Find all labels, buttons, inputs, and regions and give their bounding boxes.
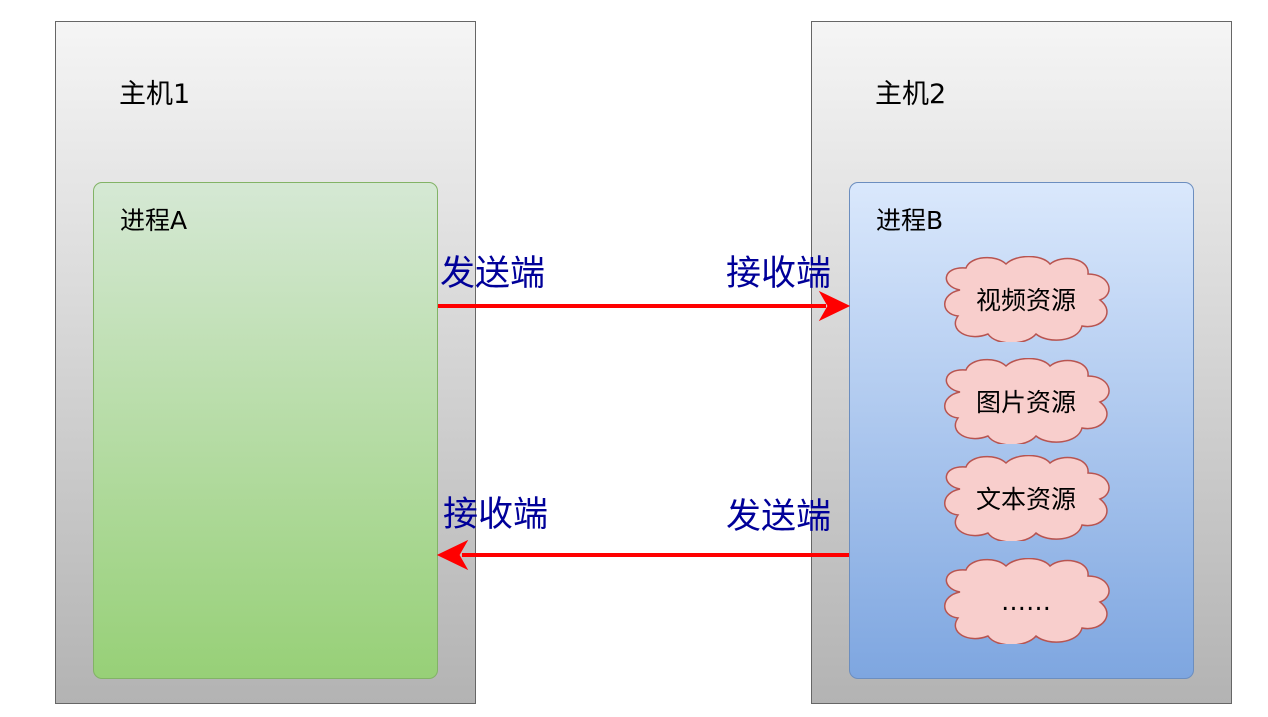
process-b-label: 进程B <box>876 206 944 235</box>
cloud-shape-icon <box>944 558 1110 644</box>
text-resource-cloud: 文本资源 <box>938 455 1114 541</box>
cloud-shape-icon <box>944 455 1110 541</box>
video-resource-label: 视频资源 <box>975 286 1076 315</box>
image-resource-cloud: 图片资源 <box>938 358 1114 444</box>
sender-label-b: 发送端 <box>726 497 832 537</box>
receiver-label-a: 接收端 <box>443 495 549 535</box>
process-a-label: 进程A <box>120 206 188 235</box>
video-resource-cloud: 视频资源 <box>938 256 1114 342</box>
arrow-a-to-b <box>438 290 851 322</box>
cloud-shape-icon <box>944 256 1110 342</box>
host-2-label: 主机2 <box>875 79 947 110</box>
sender-label-a: 发送端 <box>440 254 546 294</box>
more-resources-cloud: …… <box>938 558 1114 644</box>
image-resource-label: 图片资源 <box>975 388 1076 417</box>
cloud-shape-icon <box>944 358 1110 444</box>
process-a-box: 进程A <box>93 182 438 679</box>
text-resource-label: 文本资源 <box>975 485 1076 514</box>
more-resources-label: …… <box>1001 586 1051 616</box>
receiver-label-b: 接收端 <box>726 254 832 294</box>
host-1-label: 主机1 <box>119 79 191 110</box>
arrow-b-to-a <box>436 539 849 571</box>
